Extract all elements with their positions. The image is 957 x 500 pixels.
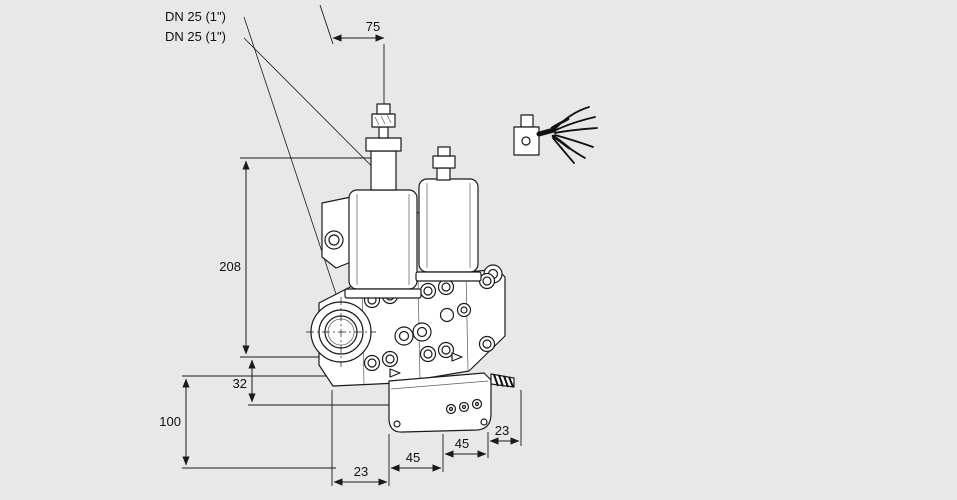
side-nipple bbox=[490, 373, 515, 388]
bolt bbox=[363, 354, 381, 372]
dn-callout-2: DN 25 (1") bbox=[165, 29, 226, 44]
cable-stub bbox=[536, 127, 557, 137]
solenoid-coil-right bbox=[415, 178, 482, 282]
bolt bbox=[437, 341, 455, 359]
dim-75-label: 75 bbox=[366, 19, 380, 34]
flange-bolts bbox=[363, 272, 496, 372]
dim-100-label: 100 bbox=[159, 414, 181, 429]
connector-screw bbox=[521, 136, 531, 146]
cable-wires bbox=[550, 106, 598, 164]
dim-75-ext-left bbox=[319, 4, 334, 45]
bolt bbox=[381, 350, 399, 368]
dn-callout-1: DN 25 (1") bbox=[165, 9, 226, 24]
bolt bbox=[419, 345, 437, 363]
bolt bbox=[478, 272, 496, 290]
dim-23a-label: 23 bbox=[354, 464, 368, 479]
bolt bbox=[419, 282, 437, 300]
dim-32-label: 32 bbox=[233, 376, 247, 391]
solenoid-coil-left bbox=[344, 189, 422, 299]
dim-23b-label: 23 bbox=[495, 423, 509, 438]
bolt bbox=[437, 278, 455, 296]
coil-connector-left bbox=[365, 103, 402, 191]
dim-45a-label: 45 bbox=[406, 450, 420, 465]
body-ports bbox=[394, 302, 472, 346]
cable-gland bbox=[520, 114, 534, 128]
actuator-block bbox=[388, 372, 492, 433]
inlet-flange bbox=[306, 297, 376, 367]
dim-45b-label: 45 bbox=[455, 436, 469, 451]
bolt bbox=[478, 335, 496, 353]
flow-direction-marks bbox=[389, 352, 463, 378]
valve-assembly bbox=[306, 103, 515, 433]
mounting-tab bbox=[321, 196, 352, 269]
coil-connector-right bbox=[432, 146, 456, 181]
cable-connector bbox=[513, 106, 598, 164]
dim-208-label: 208 bbox=[219, 259, 241, 274]
